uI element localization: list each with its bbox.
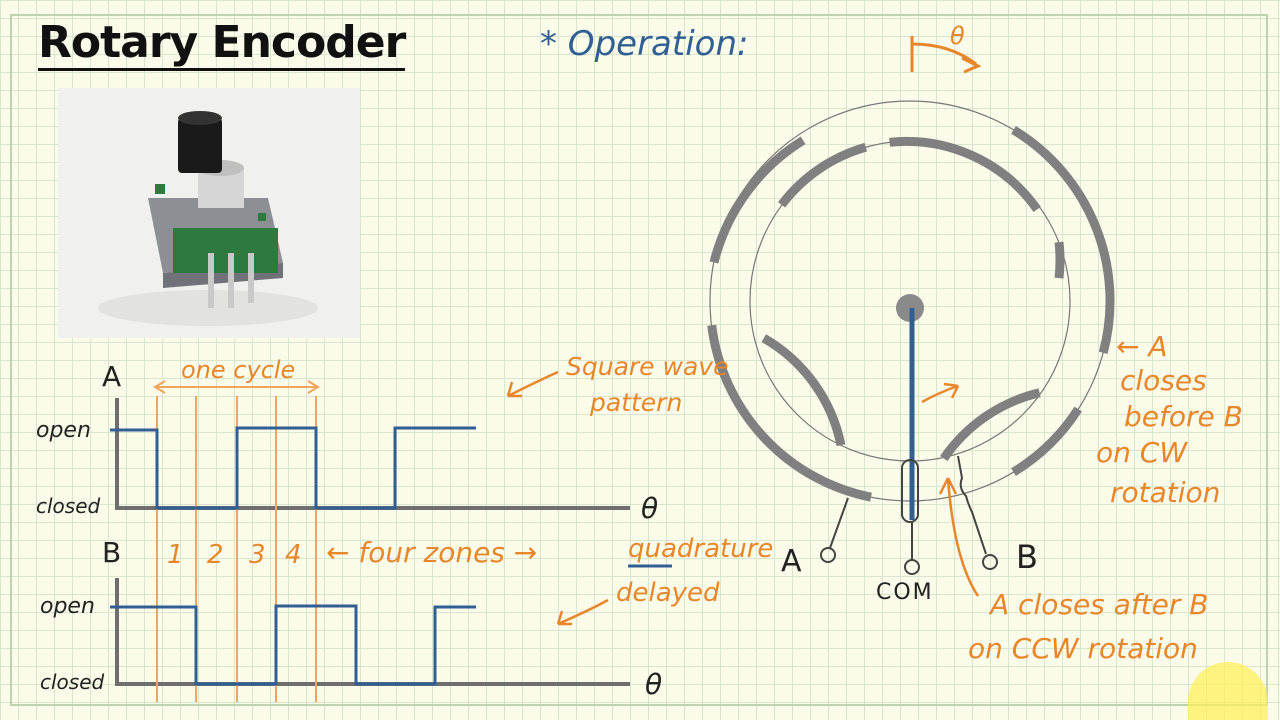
- four-zones-label: ← four zones →: [326, 536, 538, 569]
- page-frame: [10, 14, 1268, 706]
- operation-label: * Operation:: [540, 24, 749, 64]
- zone-4-label: 4: [285, 540, 302, 570]
- b-theta-axis-label: θ: [645, 668, 663, 701]
- terminal-leads: [820, 455, 998, 575]
- zone-3-label: 3: [249, 540, 266, 570]
- cw-note-line-3: before B: [1124, 400, 1243, 433]
- ccw-note-line-2: on CCW rotation: [968, 632, 1198, 665]
- channel-b-label: B: [102, 536, 122, 569]
- delayed-label: delayed: [616, 578, 720, 608]
- terminal-b-label: B: [1016, 538, 1038, 576]
- encoder-photo: [58, 88, 360, 338]
- ccw-note-line-1: A closes after B: [990, 588, 1209, 621]
- waveform-a-line: [110, 426, 476, 510]
- zone-1-label: 1: [167, 540, 184, 570]
- cw-note-line-2: closes: [1120, 364, 1207, 397]
- a-closed-label: closed: [36, 494, 101, 518]
- rotary-encoder-component-icon: [98, 111, 318, 326]
- zone-2-label: 2: [207, 540, 224, 570]
- rotation-direction-icon: [910, 36, 982, 74]
- wiper-rotation-arrow-icon: [921, 382, 960, 404]
- cw-note-line-4: on CW: [1096, 436, 1188, 469]
- square-wave-arrow-icon: [506, 370, 559, 398]
- page-title: Rotary Encoder: [38, 18, 406, 71]
- terminal-com-label: COM: [876, 580, 934, 605]
- one-cycle-arrow: [153, 380, 320, 394]
- square-wave-label: Square wave: [566, 352, 729, 381]
- outer-track-segments: [707, 126, 1115, 502]
- theta-symbol: θ: [950, 22, 965, 50]
- quadrature-label: quadrature: [628, 534, 774, 564]
- channel-a-label: A: [102, 360, 122, 393]
- one-cycle-label: one cycle: [181, 356, 296, 384]
- cw-note-line-5: rotation: [1110, 476, 1221, 509]
- a-theta-axis-label: θ: [641, 492, 659, 525]
- pattern-label: pattern: [590, 388, 683, 417]
- cw-note-line-1: ← A: [1116, 330, 1168, 363]
- waveform-b-line: [110, 604, 476, 686]
- inner-track-segments: [761, 136, 1065, 462]
- b-closed-label: closed: [40, 670, 105, 694]
- b-open-label: open: [40, 594, 95, 619]
- terminal-a-label: A: [781, 544, 802, 579]
- ccw-note-arrow-icon: [938, 477, 980, 597]
- a-open-label: open: [36, 418, 91, 443]
- delayed-arrow-icon: [556, 598, 609, 626]
- cursor-highlight: [1188, 662, 1268, 720]
